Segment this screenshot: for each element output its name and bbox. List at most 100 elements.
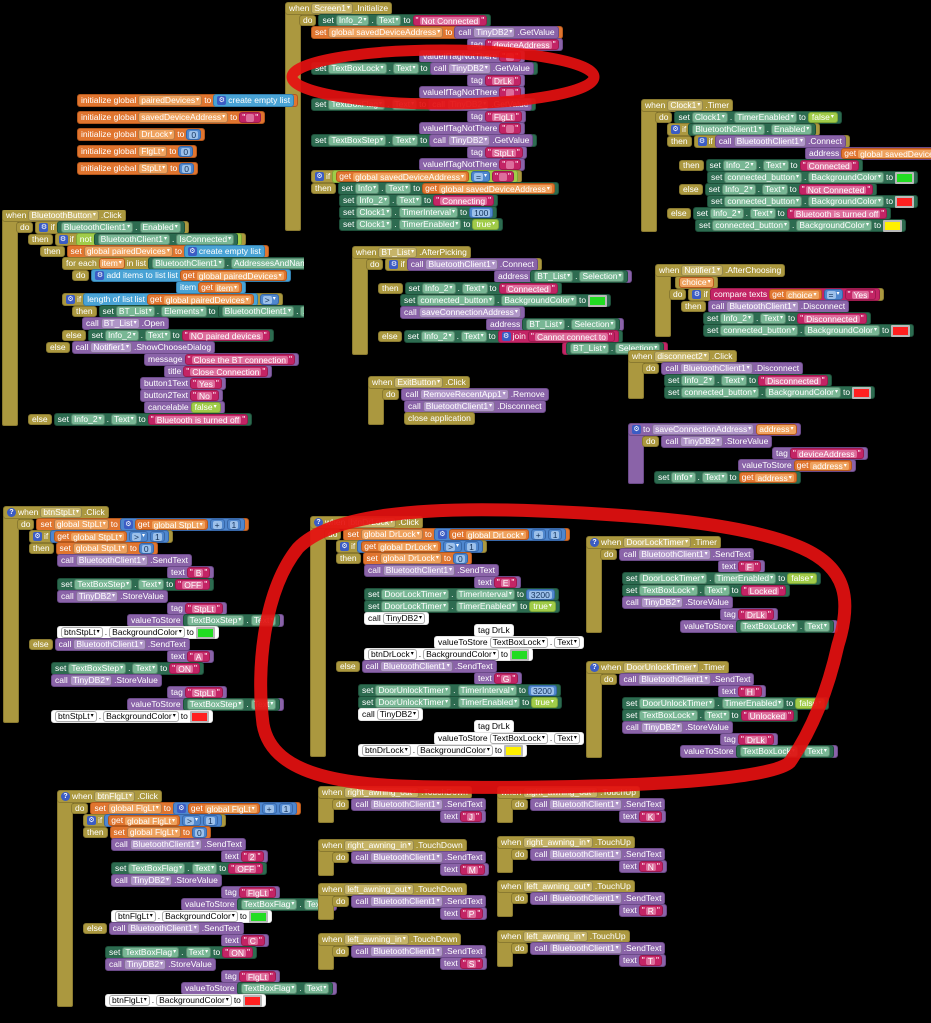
variable-dropdown[interactable]: global StpLt▾ (71, 532, 124, 541)
color-swatch[interactable] (891, 324, 911, 337)
dropdown-backgroundcolor[interactable]: BackgroundColor▾ (109, 627, 185, 638)
color-swatch[interactable] (195, 626, 215, 639)
operator-x[interactable]: >▾ (182, 815, 202, 826)
dropdown-doorlocktimer[interactable]: DoorLockTimer▾ (381, 601, 450, 612)
number-field-0[interactable]: 0 (452, 553, 468, 564)
dropdown-text[interactable]: Text▾ (303, 983, 330, 994)
dropdown-clock1[interactable]: Clock1▾ (667, 100, 704, 111)
dropdown-connected-button[interactable]: connected_button▾ (681, 387, 759, 398)
nested-block-green[interactable]: BluetoothClient1▾.Enabled▾ (688, 123, 817, 136)
variable-dropdown[interactable]: address▾ (810, 461, 849, 470)
help-icon[interactable]: ? (61, 792, 70, 801)
operator-x[interactable]: >▾ (259, 294, 279, 305)
text-string-field-x[interactable]: "" (499, 51, 522, 62)
dropdown-backgroundcolor[interactable]: BackgroundColor▾ (417, 745, 493, 756)
mutator-gear-icon[interactable]: ⚙ (95, 271, 105, 280)
dropdown-tinydb2[interactable]: TinyDB2▾ (640, 722, 684, 733)
dropdown-info[interactable]: Info▾ (671, 472, 696, 483)
dropdown-text[interactable]: Text▾ (144, 330, 171, 341)
dropdown-connected-button[interactable]: connected_button▾ (712, 220, 790, 231)
block-purple[interactable]: tag"StpLt" (467, 146, 527, 159)
when-left-awning-out-touchdown-row-2[interactable]: text"P" (440, 907, 488, 920)
mutator-gear-icon[interactable]: ⚙ (340, 542, 349, 551)
when-btndrlock-click-row-13[interactable]: text"G" (474, 672, 584, 685)
operator-x[interactable]: + (261, 803, 277, 814)
number-field-0[interactable]: 0 (178, 146, 194, 157)
when-screen1-initialize-row-9[interactable]: tag"FlgLt" (467, 110, 563, 123)
dropdown-screen1[interactable]: Screen1▾ (311, 3, 354, 14)
dropdown-bluetoothclient1[interactable]: BluetoothClient1▾ (422, 401, 496, 412)
when-exitbutton-click-row-3[interactable]: close application (404, 412, 549, 425)
mutator-gear-icon[interactable]: ⚙ (66, 295, 75, 304)
when-left-awning-in-touchup-row-2[interactable]: text"T" (619, 954, 666, 967)
text-string-field-stplt[interactable]: "StpLt" (184, 687, 223, 698)
dropdown-text[interactable]: Text▾ (760, 313, 786, 324)
dropdown-left-awning-out[interactable]: left_awning_out▾ (523, 881, 593, 892)
number-field-3200[interactable]: 3200 (527, 685, 557, 696)
dropdown-left-awning-in[interactable]: left_awning_in▾ (344, 934, 409, 945)
dropdown-tinydb2[interactable]: TinyDB2▾ (446, 99, 490, 110)
number-field-0[interactable]: 0 (138, 543, 154, 554)
number-field-0[interactable]: 0 (186, 129, 202, 140)
dropdown-text[interactable]: Text▾ (461, 283, 488, 294)
nested-block-green[interactable]: BluetoothClient1▾.IsConnected▾ (93, 233, 239, 246)
dropdown-text[interactable]: Text▾ (703, 585, 730, 596)
when-btnflglt-click-row-10[interactable]: btnFlgLt▾.BackgroundColor▾to (111, 910, 337, 923)
when-right-awning-out-touchup-row-2[interactable]: text"K" (619, 810, 667, 823)
text-string-field-close-the-bt-connection[interactable]: "Close the BT connection" (184, 354, 296, 365)
text-string-field-x[interactable]: "" (499, 87, 522, 98)
block-gold[interactable]: choice▾ (675, 276, 718, 289)
dropdown-text[interactable]: Text▾ (392, 135, 419, 146)
dropdown-bluetoothbutton[interactable]: BluetoothButton▾ (28, 210, 99, 221)
when-btnstplt-click-row-12[interactable]: text"A" (167, 650, 284, 663)
dropdown-textboxlock[interactable]: TextBoxLock▾ (489, 637, 548, 648)
dropdown-doorunlocktimer[interactable]: DoorUnlockTimer▾ (639, 698, 716, 709)
dropdown-textboxlock[interactable]: TextBoxLock▾ (328, 63, 387, 74)
text-string-field-deviceaddress[interactable]: "deviceAddress" (789, 448, 864, 459)
dropdown-textboxlock[interactable]: TextBoxLock▾ (489, 733, 548, 744)
dropdown-btnstplt[interactable]: btnStpLt▾ (55, 711, 97, 722)
dropdown-bluetoothclient1[interactable]: BluetoothClient1▾ (370, 852, 443, 863)
text-string-field-t[interactable]: "T" (638, 955, 662, 966)
text-string-field-drlk[interactable]: "DrLk" (737, 734, 774, 745)
text-string-field-g[interactable]: "G" (493, 673, 519, 684)
dropdown-textboxstep[interactable]: TextBoxStep▾ (186, 615, 245, 626)
dropdown-bluetoothclient1[interactable]: BluetoothClient1▾ (425, 259, 498, 270)
